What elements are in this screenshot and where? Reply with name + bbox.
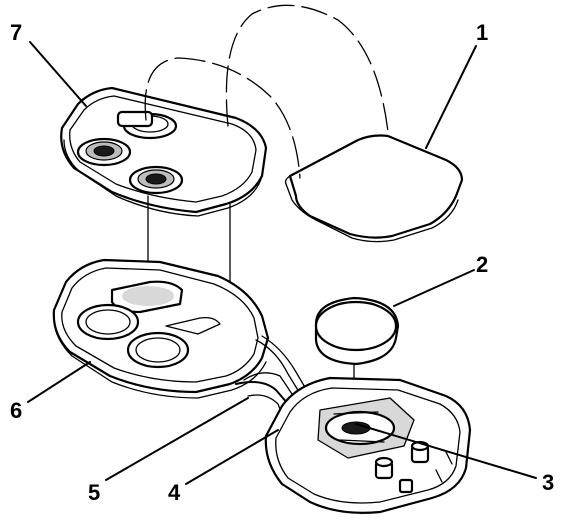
button-pad bbox=[60, 86, 268, 217]
cover-plate bbox=[284, 134, 464, 243]
ribbon-connector bbox=[235, 335, 311, 431]
callout-4: 4 bbox=[168, 480, 181, 505]
callout-3: 3 bbox=[542, 470, 554, 495]
cavity-right bbox=[126, 331, 190, 369]
callout-2: 2 bbox=[476, 252, 488, 277]
post bbox=[374, 456, 394, 480]
post bbox=[398, 478, 414, 494]
button-3 bbox=[128, 165, 184, 195]
callout-7: 7 bbox=[10, 20, 22, 45]
leader-lines bbox=[27, 41, 537, 485]
base-housing bbox=[264, 376, 472, 514]
cavity-left bbox=[76, 303, 140, 341]
callout-1: 1 bbox=[476, 20, 488, 45]
alignment-arcs bbox=[144, 4, 389, 179]
callout-6: 6 bbox=[10, 398, 22, 423]
keypad-housing bbox=[52, 258, 270, 399]
cavity-top bbox=[110, 280, 184, 314]
button-2 bbox=[76, 137, 132, 167]
callout-5: 5 bbox=[88, 480, 100, 505]
button-1 bbox=[116, 110, 178, 140]
coin-battery bbox=[314, 296, 400, 421]
